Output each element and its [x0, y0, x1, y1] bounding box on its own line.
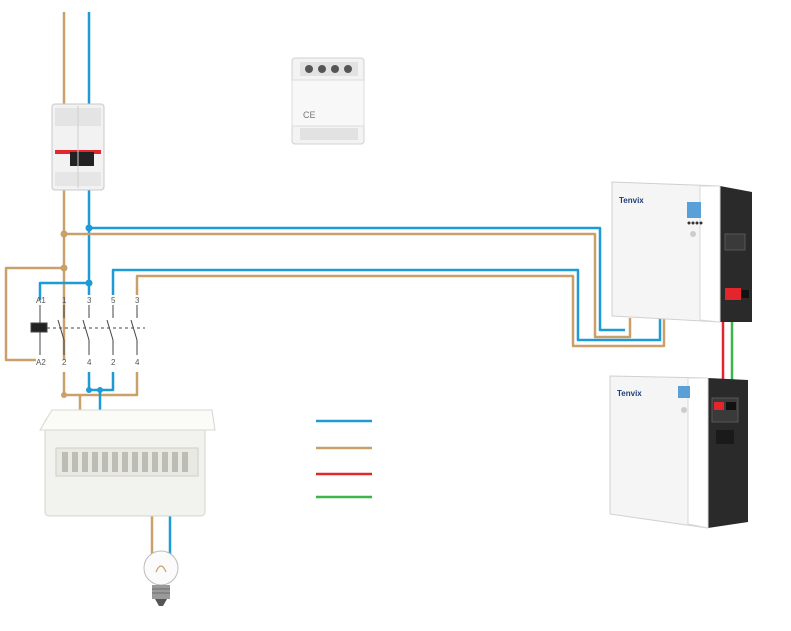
contact-5: [106, 305, 114, 355]
wire-inverter-out-tan: [135, 274, 666, 348]
junction-dot: [97, 387, 103, 393]
legend: [316, 419, 372, 499]
wire-inverter-in-tan: [64, 232, 632, 339]
wire-inverter-in-blue: [89, 226, 625, 332]
contactor-module-icon: CE: [291, 57, 365, 145]
junction-dot: [60, 230, 68, 238]
terminal-bottom-2: 2: [62, 358, 67, 367]
terminal-bottom-4: 2: [111, 358, 116, 367]
battery-icon: Tenvix: [609, 375, 748, 529]
battery-brand: Tenvix: [617, 389, 642, 398]
inverter-brand: Tenvix: [619, 196, 644, 205]
junctions: [60, 224, 103, 398]
terminal-top-1: A1: [36, 296, 46, 305]
junction-dot: [60, 264, 68, 272]
contactor-labels: A1 1 3 5 3 A2 2 4 2 4: [36, 296, 140, 367]
distribution-box-icon: [39, 409, 216, 517]
wire-coil-top-blue: [38, 281, 89, 300]
light-bulb-icon: [143, 550, 179, 606]
terminal-bottom-5: 4: [135, 358, 140, 367]
ce-mark: CE: [303, 110, 316, 120]
junction-dot: [61, 392, 67, 398]
inverter-icon: Tenvix: [611, 181, 752, 323]
circuit-breaker-icon: [51, 103, 105, 191]
contactor-coil: [30, 322, 48, 333]
contactor-schematic: [30, 305, 145, 355]
wire-inverter-out-blue: [111, 268, 662, 342]
contact-3: [82, 305, 90, 355]
terminal-top-3: 3: [87, 296, 92, 305]
terminal-bottom-1: A2: [36, 358, 46, 367]
junction-dot: [85, 224, 93, 232]
terminal-top-2: 1: [62, 296, 67, 305]
terminal-top-4: 5: [111, 296, 116, 305]
terminal-bottom-3: 4: [87, 358, 92, 367]
breaker-row: [62, 452, 188, 472]
terminal-top-5: 3: [135, 296, 140, 305]
contact-7: [130, 305, 138, 355]
junction-dot: [86, 387, 92, 393]
junction-dot: [85, 279, 93, 287]
contact-1: [57, 305, 65, 355]
wire-coil-tan: [4, 266, 64, 362]
